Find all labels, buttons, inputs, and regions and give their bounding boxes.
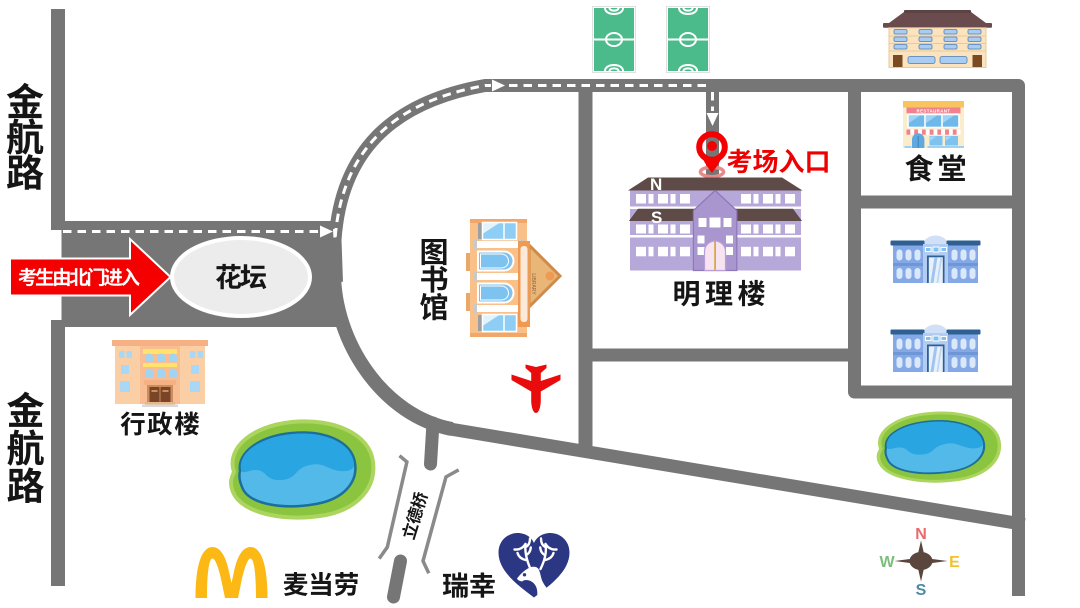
svg-text:W: W: [879, 554, 895, 571]
svg-text:S: S: [916, 582, 927, 599]
svg-text:LIBRARY: LIBRARY: [530, 273, 536, 295]
svg-text:E: E: [949, 554, 960, 571]
svg-text:N: N: [915, 526, 927, 543]
svg-text:N: N: [650, 175, 662, 194]
svg-text:S: S: [651, 208, 662, 227]
svg-text:RESTAURANT: RESTAURANT: [917, 108, 951, 113]
